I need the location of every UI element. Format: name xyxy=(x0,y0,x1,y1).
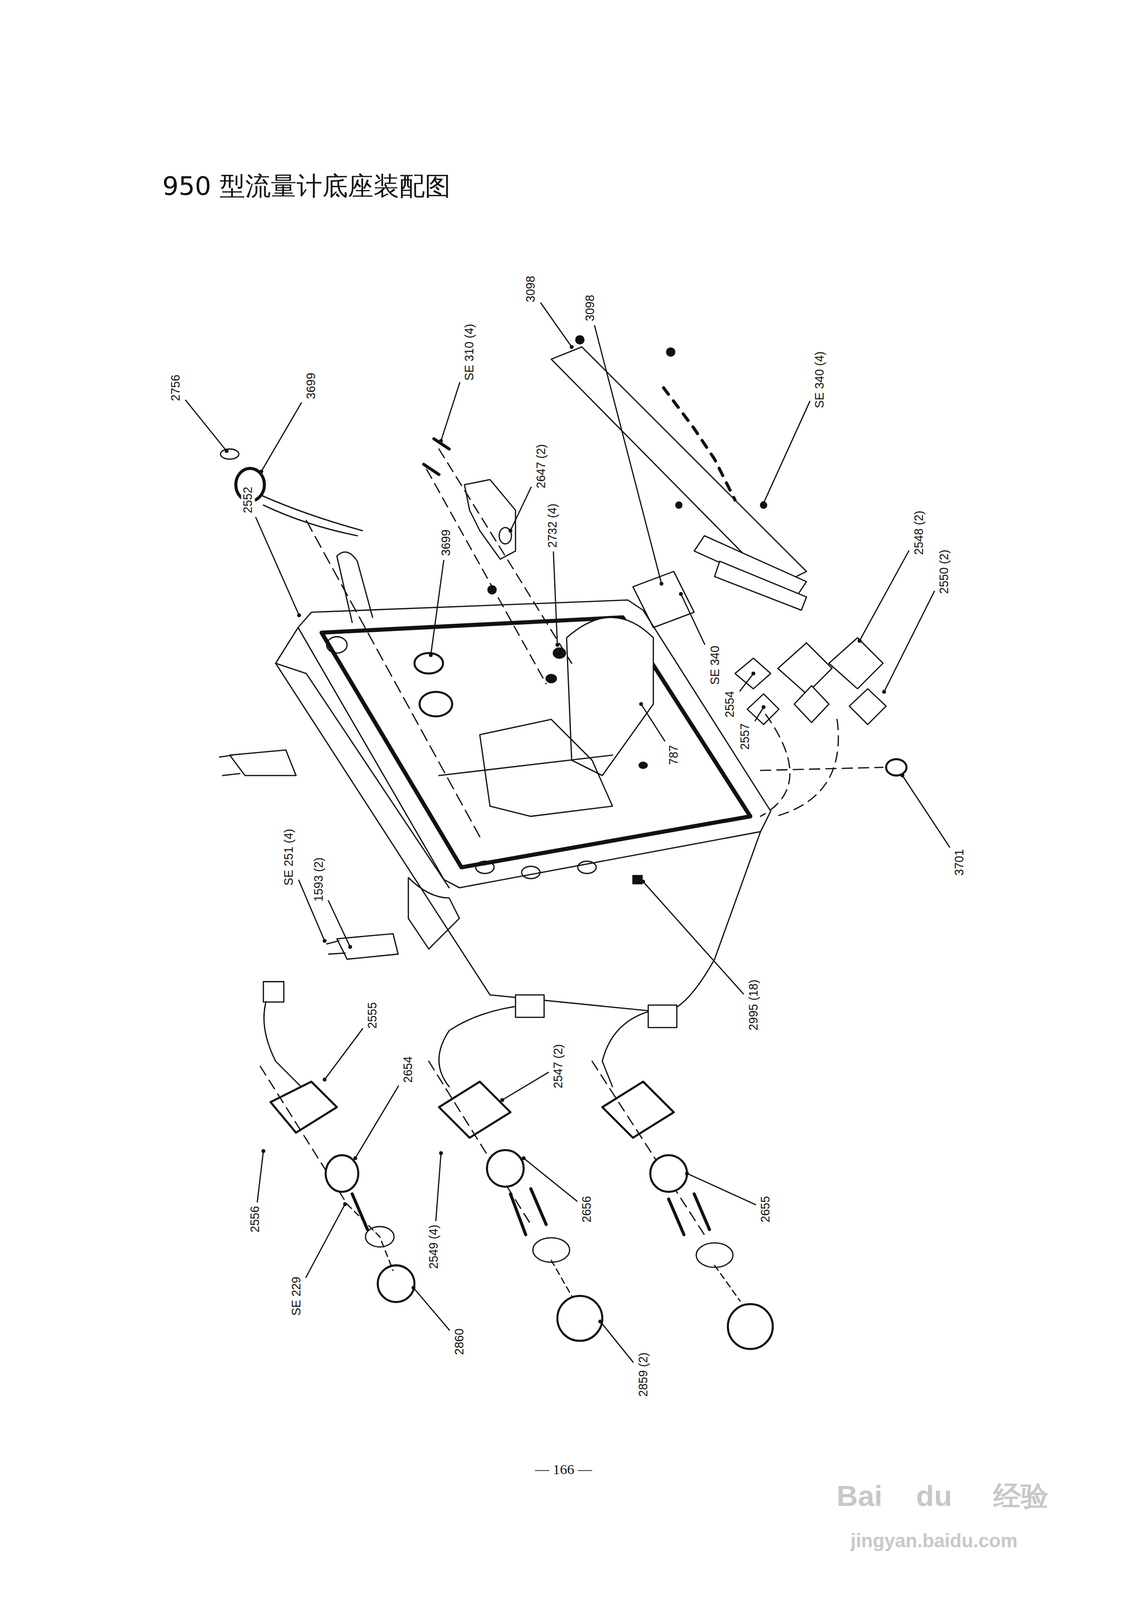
leader-line xyxy=(185,400,227,452)
leader-line xyxy=(739,673,754,692)
watermark: 经验 xyxy=(992,1480,1050,1513)
leader-arrow xyxy=(641,880,645,884)
callout-number: 2557 xyxy=(738,722,753,752)
callout-number: 2647 (2) xyxy=(534,443,548,490)
leader-arrow xyxy=(261,1149,266,1154)
leader-line xyxy=(328,900,351,948)
leader-arrow xyxy=(439,439,443,443)
leader-arrow xyxy=(343,1202,347,1207)
callout-number: 3699 xyxy=(439,528,453,558)
leader-line xyxy=(261,402,302,472)
leader-line xyxy=(687,1173,757,1206)
leader-arrow xyxy=(761,501,766,506)
leader-arrow xyxy=(685,1171,690,1176)
leader-line xyxy=(600,1322,634,1364)
leader-line xyxy=(641,704,665,742)
leader-arrow xyxy=(439,1151,443,1156)
leader-arrow xyxy=(569,345,574,349)
callout-number: 2656 xyxy=(580,1195,595,1225)
leader-line xyxy=(430,560,444,656)
leader-arrow xyxy=(639,702,644,707)
callout-number: 3098 xyxy=(524,274,538,304)
callout-number: 2548 (2) xyxy=(912,509,926,557)
leader-line xyxy=(754,707,764,722)
callout-number: SE 251 (4) xyxy=(282,828,297,888)
leader-line xyxy=(883,591,935,693)
callout-number: 2732 (4) xyxy=(545,502,560,549)
callout-number: 2552 xyxy=(241,486,256,515)
leader-arrow xyxy=(598,1320,603,1325)
callout-number: SE 340 xyxy=(707,644,722,686)
leader-arrow xyxy=(297,613,301,618)
leader-line xyxy=(510,486,532,531)
watermark: jingyan.baidu.com xyxy=(849,1530,1019,1553)
leader-arrow xyxy=(322,1078,327,1083)
callout-number: 2995 (18) xyxy=(746,979,761,1032)
callout-number: 2654 xyxy=(401,1055,416,1085)
callout-number: 2547 (2) xyxy=(551,1043,566,1090)
callout-number: 2550 (2) xyxy=(937,548,952,595)
leader-arrow xyxy=(348,945,353,950)
leader-arrow xyxy=(353,1156,358,1161)
leader-line xyxy=(763,401,811,504)
callout-number: 3699 xyxy=(304,371,319,401)
leader-arrow xyxy=(224,449,229,453)
leader-line xyxy=(594,325,662,585)
leader-line xyxy=(305,1204,346,1279)
leader-line xyxy=(523,1158,578,1202)
leader-arrow xyxy=(428,653,433,658)
leader-arrow xyxy=(521,1156,526,1161)
callout-number: 2549 (4) xyxy=(427,1224,442,1271)
leader-arrow xyxy=(751,672,756,676)
leader-arrow xyxy=(500,1098,505,1103)
leader-arrow xyxy=(857,639,862,644)
callout-number: SE 340 (4) xyxy=(812,350,827,410)
leader-line xyxy=(324,1028,364,1081)
leader-arrow xyxy=(679,592,683,596)
watermark: Bai xyxy=(835,1479,884,1514)
callout-number: 2860 xyxy=(452,1328,467,1357)
callout-number: 3701 xyxy=(952,848,967,877)
diagram-title: 950 型流量计底座装配图 xyxy=(161,171,452,202)
leader-arrow xyxy=(259,469,264,474)
callout-number: 2859 (2) xyxy=(636,1352,651,1399)
callout-number: SE 310 (4) xyxy=(462,322,477,382)
callout-number: SE 229 xyxy=(289,1276,304,1317)
leader-line xyxy=(643,882,744,995)
page-number: — 166 — xyxy=(534,1461,594,1479)
callout-number: 2554 xyxy=(722,690,737,719)
leader-arrow xyxy=(761,705,766,710)
leader-line xyxy=(902,775,951,848)
leader-arrow xyxy=(882,690,886,694)
callout-number: 1593 (2) xyxy=(311,856,326,903)
leader-line xyxy=(413,1288,450,1332)
leader-line xyxy=(255,517,300,616)
leader-line xyxy=(681,594,706,645)
watermark: du xyxy=(915,1479,954,1514)
leader-line xyxy=(257,1151,264,1203)
leader-arrow xyxy=(411,1286,416,1291)
callout-number: 3098 xyxy=(583,294,597,323)
leader-line xyxy=(502,1072,549,1101)
leader-arrow xyxy=(508,528,513,533)
callout-number: 2756 xyxy=(168,373,183,403)
leader-line xyxy=(435,1153,442,1222)
callout-number: 2655 xyxy=(758,1195,773,1225)
callout-number: 2555 xyxy=(365,1001,380,1030)
leader-arrow xyxy=(322,939,327,943)
leader-arrow xyxy=(555,643,560,648)
leader-line xyxy=(355,1085,399,1159)
leader-line xyxy=(553,551,557,646)
callout-number: 2556 xyxy=(248,1205,263,1235)
leader-line xyxy=(441,382,461,442)
leader-line xyxy=(540,302,572,347)
callout-number: 787 xyxy=(666,744,681,767)
leader-arrow xyxy=(659,582,664,586)
leader-arrow xyxy=(900,773,905,778)
leader-line xyxy=(859,550,910,641)
